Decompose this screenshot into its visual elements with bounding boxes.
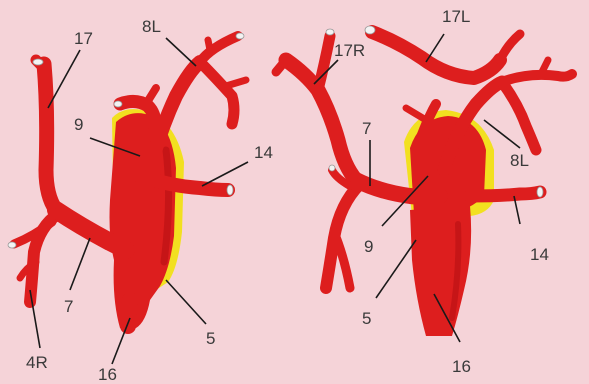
right-diagram: 17L 17R 7 8L 14 9 5 16 [276, 7, 572, 376]
left-leader-8l [166, 38, 196, 66]
left-cap-17 [33, 59, 43, 65]
right-label-7: 7 [362, 119, 371, 138]
left-label-17: 17 [74, 29, 93, 48]
right-vessel-17r-tip [276, 60, 286, 72]
right-label-5: 5 [362, 309, 371, 328]
left-label-14: 14 [254, 143, 273, 162]
right-label-8l: 8L [510, 151, 529, 170]
right-label-14: 14 [530, 245, 549, 264]
right-label-17l: 17L [442, 7, 470, 26]
left-label-8l: 8L [142, 17, 161, 36]
right-vessel-9-stub [406, 108, 426, 120]
right-trunk [410, 206, 471, 336]
right-cap-17r [326, 29, 334, 35]
left-cap-4r [8, 242, 16, 248]
right-vessel-17r-branch [318, 36, 330, 90]
right-label-9: 9 [364, 237, 373, 256]
left-cap-8l [236, 33, 244, 39]
left-cap-9 [114, 101, 122, 107]
right-label-17r: 17R [334, 41, 365, 60]
right-leader-5 [376, 240, 416, 298]
left-vessel-9-stub [146, 88, 156, 104]
right-leader-17l [426, 34, 444, 62]
left-cap-14 [227, 185, 233, 195]
left-leader-14 [202, 162, 248, 186]
right-cap-17l [365, 26, 375, 34]
left-label-9: 9 [74, 115, 83, 134]
right-label-16: 16 [452, 357, 471, 376]
left-leader-17 [48, 50, 80, 108]
left-vessel-8l-branch-b [200, 62, 234, 124]
left-label-5: 5 [206, 329, 215, 348]
left-leader-7 [70, 238, 90, 290]
left-vessel-8l-branch-c [208, 40, 210, 50]
left-label-16: 16 [98, 365, 117, 384]
left-diagram: 17 8L 9 14 7 5 4R 16 [8, 17, 273, 384]
right-vessel-14 [470, 192, 540, 196]
left-vessel-17 [44, 64, 56, 210]
left-label-4r: 4R [26, 353, 48, 372]
right-vessel-17l-tip [500, 34, 520, 60]
right-vessel-8l-branch-b [502, 82, 536, 150]
left-leader-5 [166, 280, 206, 324]
right-cap-7 [329, 165, 335, 171]
left-label-7: 7 [64, 297, 73, 316]
right-cap-14 [537, 187, 543, 197]
right-vessel-17l [372, 32, 500, 78]
left-vessel-8l-branch-d [226, 80, 246, 86]
